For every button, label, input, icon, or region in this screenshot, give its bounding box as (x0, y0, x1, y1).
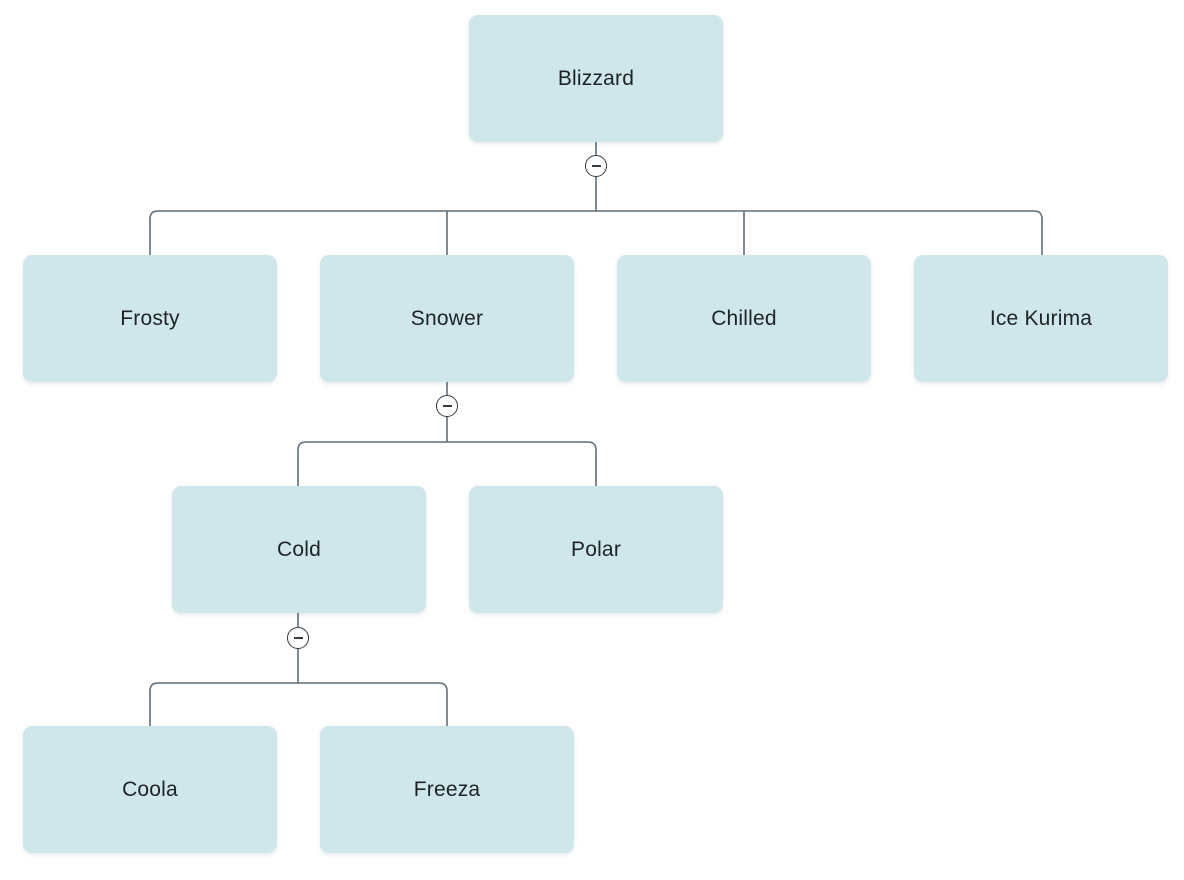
tree-node-polar[interactable]: Polar (469, 486, 723, 613)
node-label: Freeza (413, 777, 481, 801)
tree-node-snower[interactable]: Snower (320, 255, 574, 382)
minus-icon (442, 405, 452, 407)
tree-node-cold[interactable]: Cold (172, 486, 426, 613)
node-label: Coola (122, 777, 178, 801)
minus-icon (293, 637, 303, 639)
collapse-toggle-blizzard[interactable] (585, 155, 607, 177)
node-label: Frosty (120, 306, 180, 330)
tree-node-coola[interactable]: Coola (23, 726, 277, 853)
node-label: Snower (410, 306, 484, 330)
node-label: Blizzard (557, 66, 635, 90)
collapse-toggle-cold[interactable] (287, 627, 309, 649)
node-label: Chilled (711, 306, 777, 330)
connector-cold-bus (149, 682, 448, 726)
connector-blizzard-bus (149, 210, 1043, 255)
tree-node-frosty[interactable]: Frosty (23, 255, 277, 382)
tree-node-chilled[interactable]: Chilled (617, 255, 871, 382)
node-label: Polar (570, 537, 622, 561)
tree-node-freeza[interactable]: Freeza (320, 726, 574, 853)
collapse-toggle-snower[interactable] (436, 395, 458, 417)
minus-icon (591, 165, 601, 167)
node-label: Ice Kurima (989, 306, 1093, 330)
tree-node-blizzard[interactable]: Blizzard (469, 15, 723, 142)
node-label: Cold (277, 537, 321, 561)
tree-node-ice-kurima[interactable]: Ice Kurima (914, 255, 1168, 382)
connector-snower-bus (297, 441, 597, 486)
